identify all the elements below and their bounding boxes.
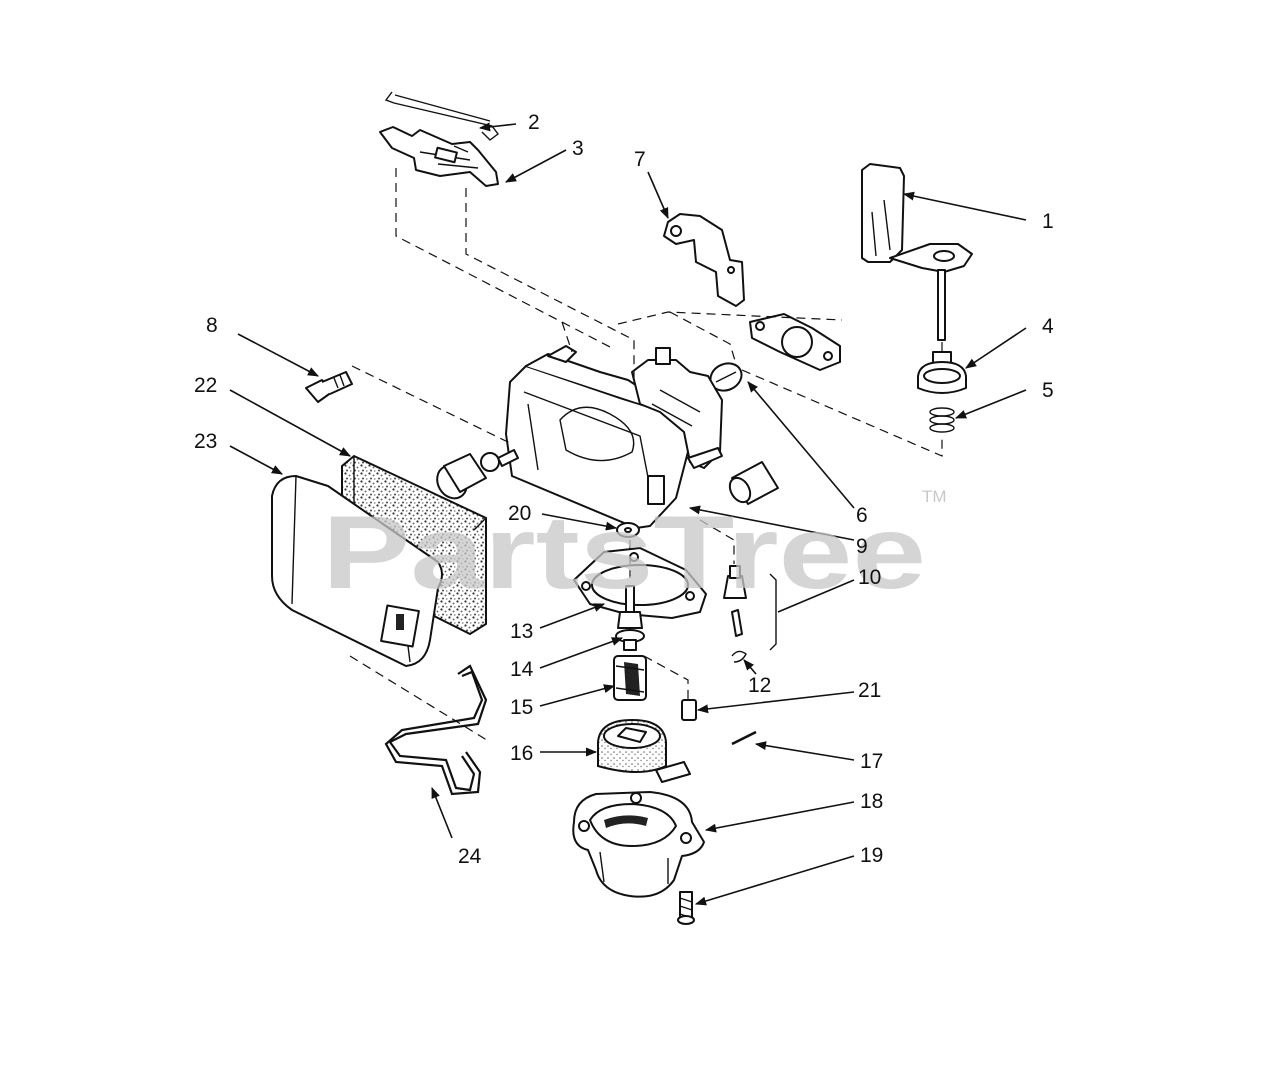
choke-sleeve [728,461,779,505]
callout-1: 1 [1042,210,1054,233]
leader-lines [229,122,1027,906]
callout-numbers: 1 2 3 4 5 6 7 8 9 10 12 13 14 15 16 17 1… [194,111,1054,868]
callout-2: 2 [528,111,540,134]
callout-12: 12 [748,674,771,697]
bushing-and-screw [436,449,519,500]
assembly-centerlines [349,168,943,743]
callout-10: 10 [858,566,881,589]
part-13-bowl-gasket [573,547,707,619]
part-5-spring [929,407,955,433]
part-8-screw [305,371,353,403]
part-15-float-bowl-insert [613,655,647,701]
part-23-filter-cover [271,475,443,667]
watermark-trademark: TM [922,487,947,506]
part-3-control-bracket [379,126,499,187]
part-4-pump-cap [917,351,967,394]
callout-20: 20 [508,502,531,525]
flange-gasket [749,313,841,371]
callout-14: 14 [510,658,534,681]
callout-16: 16 [510,742,533,765]
callout-9: 9 [856,535,868,558]
part-21-needle-seat [681,699,697,721]
callout-5: 5 [1042,379,1054,402]
callout-6: 6 [856,504,868,527]
part-24-wire-retainer [384,664,488,796]
part-10-bracket [769,573,777,651]
watermark-text: PartsTree [322,495,926,611]
callout-19: 19 [860,844,883,867]
callout-3: 3 [572,137,584,160]
part-10-inlet-needle [723,565,747,637]
part-18-fuel-bowl [572,791,705,898]
callout-4: 4 [1042,315,1054,338]
part-7-choke-bracket [663,213,745,307]
callout-24: 24 [458,845,482,868]
part-16-float [597,718,691,783]
callout-21: 21 [858,679,881,702]
part-12-clip [731,650,747,663]
part-17-float-pin [731,730,757,746]
part-9-carburetor-body [505,345,723,529]
callout-23: 23 [194,430,217,453]
callout-22: 22 [194,374,217,397]
callout-17: 17 [860,750,883,773]
callout-7: 7 [634,148,646,171]
callout-8: 8 [206,314,218,337]
callout-13: 13 [510,620,533,643]
callout-15: 15 [510,696,533,719]
part-1-choke-lever [861,163,973,341]
part-19-bowl-screw [677,891,695,925]
callout-18: 18 [860,790,883,813]
